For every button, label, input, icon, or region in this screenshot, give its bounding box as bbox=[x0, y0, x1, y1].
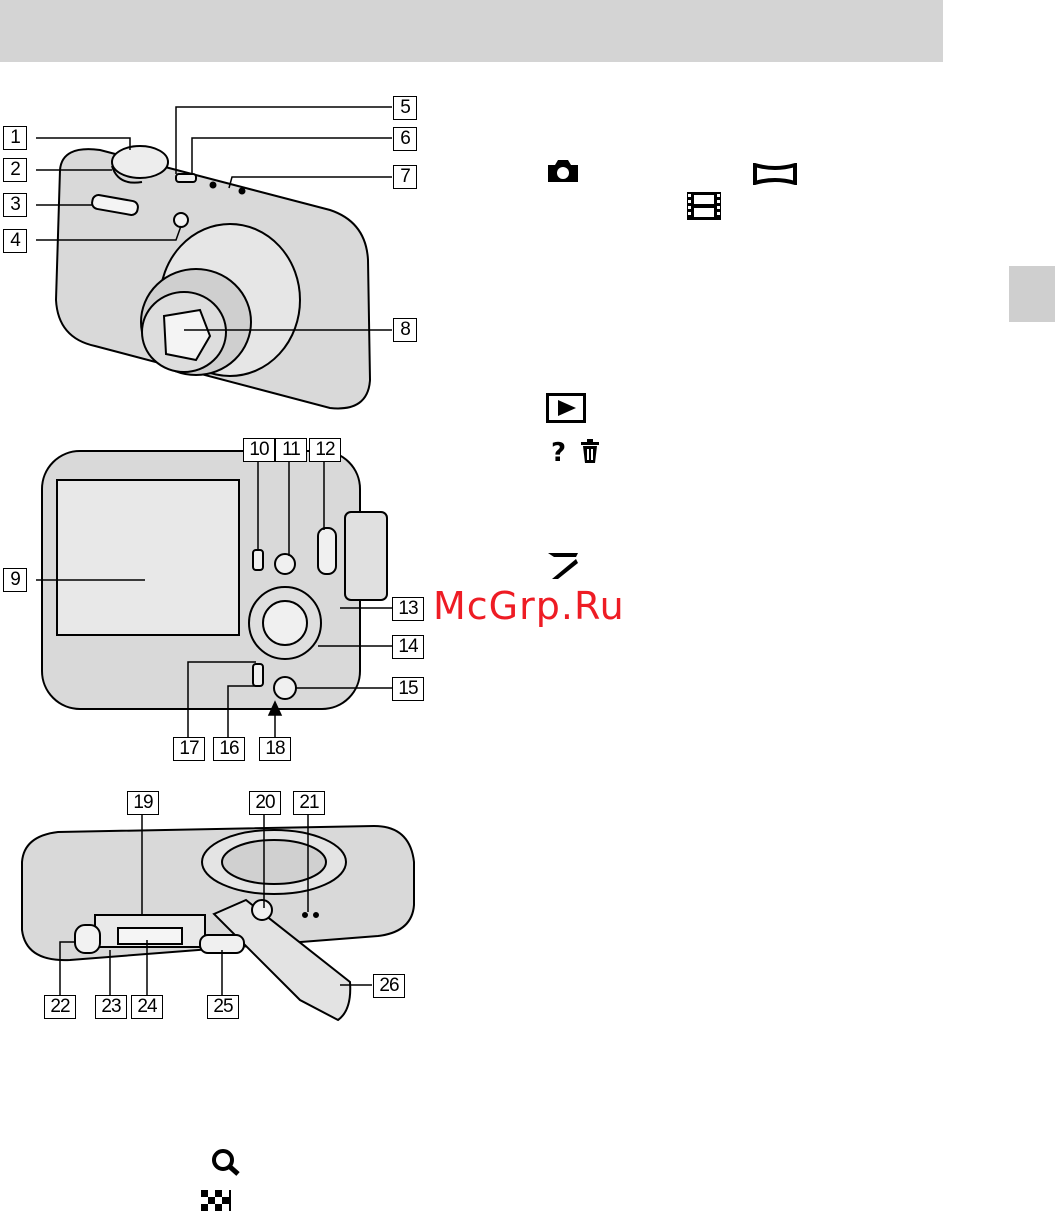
multi-connector-top bbox=[176, 174, 196, 182]
panorama-icon bbox=[753, 163, 797, 185]
callout-16: 16 bbox=[213, 737, 245, 761]
svg-text:?: ? bbox=[551, 438, 566, 465]
callout-24: 24 bbox=[131, 995, 163, 1019]
help-icon: ? bbox=[548, 437, 570, 465]
callout-9: 9 bbox=[3, 568, 27, 592]
callout-8: 8 bbox=[393, 318, 417, 342]
strap-hook-icon bbox=[546, 551, 580, 581]
zoom-magnifier-icon bbox=[210, 1148, 242, 1176]
strap-hook bbox=[318, 528, 336, 574]
shutter-button bbox=[112, 146, 168, 178]
playback-button-back bbox=[275, 554, 295, 574]
self-timer-lamp bbox=[174, 213, 188, 227]
callout-7: 7 bbox=[393, 165, 417, 189]
callout-2: 2 bbox=[3, 158, 27, 182]
callout-15: 15 bbox=[392, 677, 424, 701]
trash-icon bbox=[579, 438, 601, 464]
callout-3: 3 bbox=[3, 193, 27, 217]
callout-23: 23 bbox=[95, 995, 127, 1019]
watermark-text: McGrp.Ru bbox=[433, 584, 625, 628]
callout-22: 22 bbox=[44, 995, 76, 1019]
callout-13: 13 bbox=[392, 597, 424, 621]
callout-14: 14 bbox=[392, 635, 424, 659]
callout-26: 26 bbox=[373, 974, 405, 998]
callout-20: 20 bbox=[249, 791, 281, 815]
callout-21: 21 bbox=[293, 791, 325, 815]
callout-1: 1 bbox=[3, 126, 27, 150]
playback-icon bbox=[546, 393, 586, 423]
callout-19: 19 bbox=[127, 791, 159, 815]
callout-12: 12 bbox=[309, 438, 341, 462]
callout-6: 6 bbox=[393, 127, 417, 151]
callout-11: 11 bbox=[275, 438, 307, 462]
lcd-screen bbox=[57, 480, 239, 635]
memory-card-slot bbox=[118, 928, 182, 944]
callout-5: 5 bbox=[393, 96, 417, 120]
callout-25: 25 bbox=[207, 995, 239, 1019]
callout-17: 17 bbox=[173, 737, 205, 761]
menu-button bbox=[274, 677, 296, 699]
still-camera-icon bbox=[546, 158, 580, 184]
callout-18: 18 bbox=[259, 737, 291, 761]
index-grid-icon bbox=[201, 1190, 231, 1211]
strap-cover bbox=[345, 512, 387, 600]
callout-10: 10 bbox=[243, 438, 275, 462]
movie-icon bbox=[685, 190, 723, 222]
callout-4: 4 bbox=[3, 229, 27, 253]
